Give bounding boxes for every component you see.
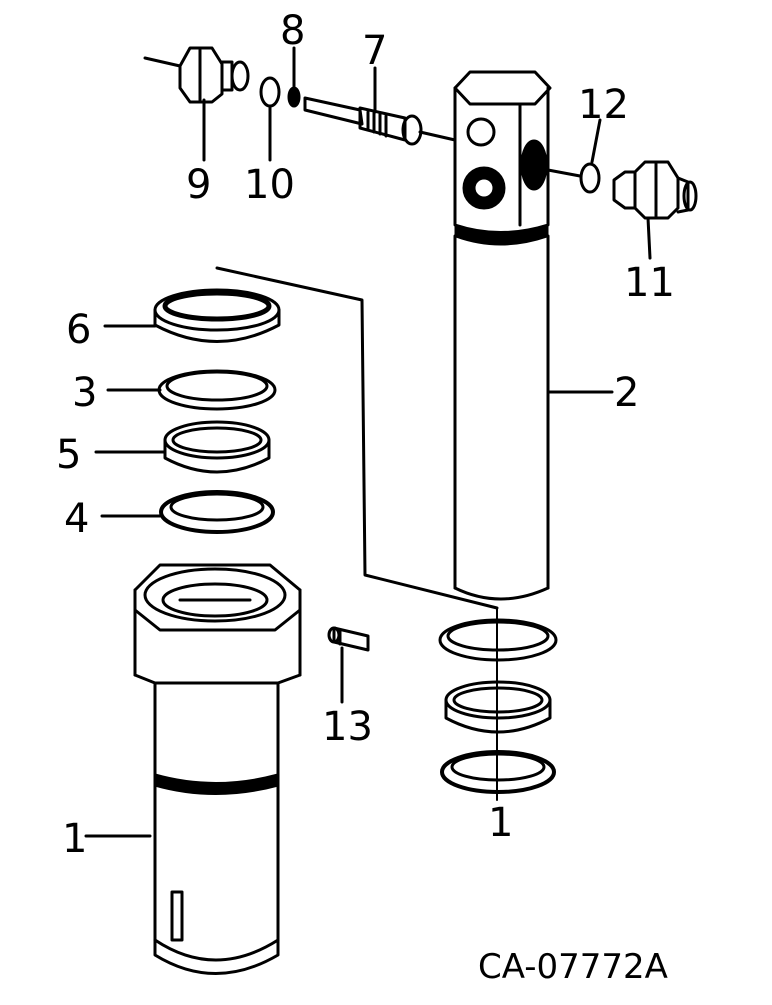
- callout-labels: 6 3 5 4 2 9 10 8 7 12 11 13 1 1 CA-07772…: [56, 8, 675, 987]
- part-13-pin: [327, 626, 370, 652]
- callout-6: 6: [66, 307, 91, 353]
- part-5-bushing: [163, 420, 271, 474]
- callout-10: 10: [244, 162, 295, 208]
- assembly-leader-line: [215, 266, 499, 610]
- part-2-cylinder: [453, 70, 552, 601]
- part-12-washer: [579, 162, 601, 194]
- part-7-plunger: [303, 96, 457, 146]
- part-1-housing: [133, 563, 302, 975]
- part-9-fitting: [143, 46, 250, 104]
- drawing-code: CA-07772A: [478, 947, 668, 987]
- part-6-seal: [153, 288, 281, 343]
- callout-13: 13: [322, 704, 373, 750]
- part-4-ring: [159, 490, 275, 534]
- part-4-ring-inner: [169, 492, 265, 522]
- callout-9: 9: [186, 162, 211, 208]
- part-10-washer: [259, 76, 281, 108]
- callout-1-right: 1: [488, 800, 513, 846]
- part-11-fitting: [612, 160, 698, 220]
- callout-7: 7: [362, 28, 387, 74]
- label-leaders: [84, 46, 652, 838]
- callout-5: 5: [56, 432, 81, 478]
- part-3-ring-inner: [165, 370, 269, 402]
- callout-3: 3: [72, 370, 97, 416]
- callout-4: 4: [64, 496, 89, 542]
- part-8-o-ring: [287, 86, 301, 108]
- callout-11: 11: [624, 260, 675, 306]
- callout-12: 12: [578, 82, 629, 128]
- callout-2: 2: [614, 370, 639, 416]
- callout-8: 8: [280, 8, 305, 54]
- callout-1: 1: [62, 816, 87, 862]
